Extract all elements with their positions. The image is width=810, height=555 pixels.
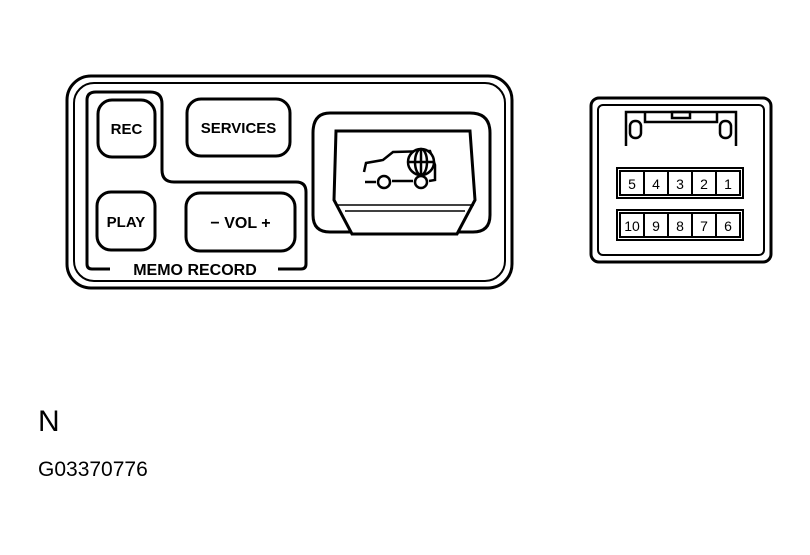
vehicle-button[interactable] (311, 111, 492, 236)
services-button-label: SERVICES (201, 120, 277, 137)
switch-panel: MEMO RECORD REC SERVICES PLAY − VOL + (65, 74, 514, 290)
memo-record-group-outline (85, 90, 308, 271)
play-button-label: PLAY (107, 214, 146, 231)
memo-record-label: MEMO RECORD (133, 262, 257, 279)
pin-label: 5 (628, 176, 636, 192)
pin-label: 8 (676, 218, 684, 234)
pin-label: 6 (724, 218, 732, 234)
pin-row-frame (616, 209, 744, 241)
pin-label: 7 (700, 218, 708, 234)
services-button[interactable]: SERVICES (185, 97, 292, 158)
pin-label: 1 (724, 176, 732, 192)
play-button[interactable]: PLAY (95, 190, 157, 252)
figure-code: G03370776 (38, 458, 148, 481)
pin-label: 2 (700, 176, 708, 192)
pin-label: 9 (652, 218, 660, 234)
pin-cell (643, 212, 669, 238)
rec-button[interactable]: REC (96, 98, 157, 159)
volume-button[interactable]: − VOL + (184, 191, 297, 253)
vehicle-with-globe-icon (362, 147, 437, 190)
view-letter: N (38, 405, 60, 438)
pin-label: 3 (676, 176, 684, 192)
pin-row-frame (616, 167, 744, 199)
pin-label: 4 (652, 176, 660, 192)
connector-latch (624, 110, 738, 146)
pin-cell (619, 170, 645, 196)
pin-cell (715, 212, 741, 238)
pin-label: 10 (624, 218, 640, 234)
volume-button-label: − VOL + (210, 215, 270, 232)
pin-cell (715, 170, 741, 196)
rec-button-label: REC (111, 121, 143, 138)
